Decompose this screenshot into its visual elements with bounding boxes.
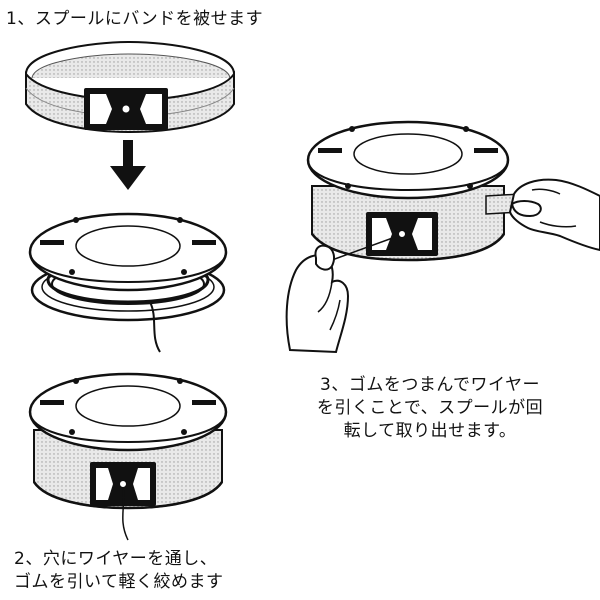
step-3-caption-line: 転して取り出せます。 xyxy=(343,421,517,441)
right-hand-icon xyxy=(508,178,600,252)
band-buckle xyxy=(84,88,168,130)
step-2-caption-line: ゴムを引いて軽く絞めます xyxy=(14,572,224,592)
down-arrow-icon xyxy=(110,140,146,190)
spool-with-coil xyxy=(28,212,228,353)
step-2-caption: 2、穴にワイヤーを通し、 ゴムを引いて軽く絞めます xyxy=(14,548,224,594)
left-hand-icon xyxy=(285,244,350,354)
step-3-caption-line: を引くことで、スプールが回 xyxy=(316,398,544,418)
step-3-caption-line: 3、ゴムをつまんでワイヤー xyxy=(320,375,540,395)
step-1-caption-line: 1、スプールにバンドを被せます xyxy=(6,9,264,29)
step-2-caption-line: 2、穴にワイヤーを通し、 xyxy=(14,549,218,569)
spool-with-band xyxy=(28,372,228,541)
step-3-caption: 3、ゴムをつまんでワイヤー を引くことで、スプールが回 転して取り出せます。 xyxy=(280,374,580,443)
spool-pulled-out xyxy=(306,120,521,262)
step-1-caption: 1、スプールにバンドを被せます xyxy=(6,8,263,31)
